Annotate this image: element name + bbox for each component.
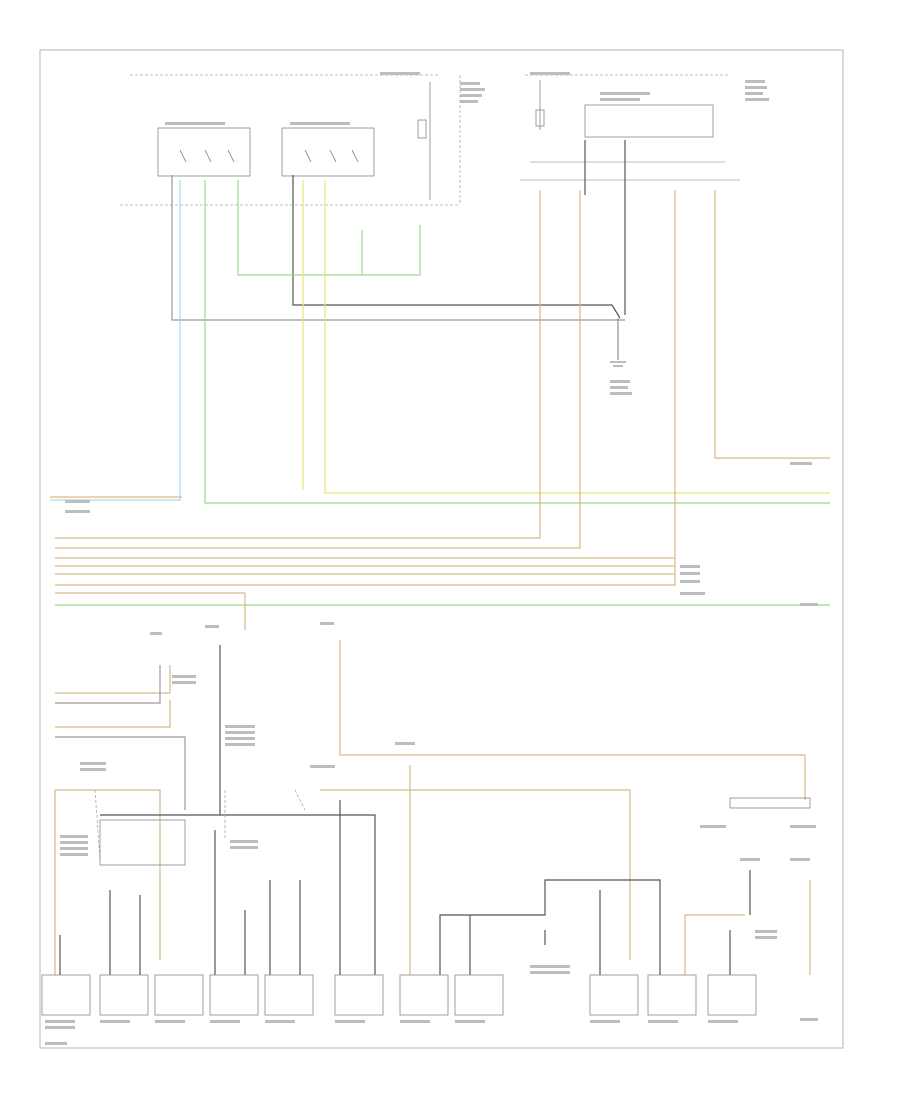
relay-box <box>584 104 714 138</box>
connector-c6 <box>334 974 384 1016</box>
ground-symbol <box>610 318 626 367</box>
connector-c8 <box>454 974 504 1016</box>
left-switch-module <box>157 127 251 177</box>
connector-c4 <box>209 974 259 1016</box>
fuse-symbol <box>417 119 427 139</box>
connector-c2 <box>99 974 149 1016</box>
connector-c7 <box>399 974 449 1016</box>
connector-c1 <box>41 974 91 1016</box>
wires-bottom <box>54 640 811 975</box>
connector-c3 <box>154 974 204 1016</box>
connector-c9 <box>589 974 639 1016</box>
top-right-relay-group <box>520 74 740 181</box>
connector-c11 <box>707 974 757 1016</box>
right-switch-module <box>281 127 375 177</box>
connector-c10 <box>647 974 697 1016</box>
top-left-switch-group <box>120 74 461 206</box>
wires-top <box>50 140 830 630</box>
connector-c5 <box>264 974 314 1016</box>
illegible-label-marks <box>45 72 818 1045</box>
bottom-connectors <box>41 974 757 1016</box>
diagram-border <box>39 49 844 1049</box>
